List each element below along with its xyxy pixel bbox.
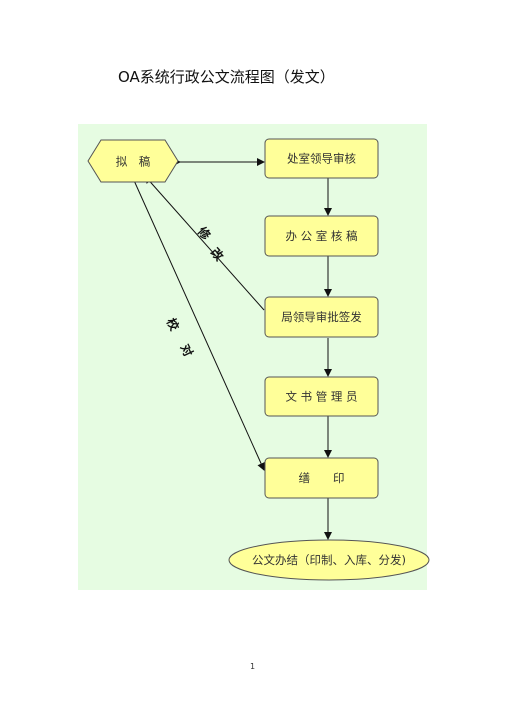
node-dept-review: 处室领导审核	[287, 152, 356, 166]
node-bureau-sign: 局领导审批签发	[281, 310, 362, 324]
node-clerk-shape	[264, 376, 379, 417]
edge-label-proof-2: 对	[178, 341, 197, 358]
edge-proofread	[125, 167, 265, 471]
node-clerk: 文 书 管 理 员	[285, 390, 357, 404]
node-finish: 公文办结（印制、入库、分发)	[252, 553, 406, 567]
node-office-check-shape	[264, 215, 379, 257]
edge-revise	[144, 175, 265, 311]
node-draft: 拟 稿	[116, 155, 151, 169]
node-print-shape	[264, 457, 379, 499]
node-office-check: 办 公 室 核 稿	[285, 229, 357, 243]
edge-label-proof-1: 校	[164, 315, 183, 333]
node-finish-shape	[228, 539, 430, 581]
edge-label-revise-2: 改	[208, 245, 228, 265]
node-bureau-sign-shape	[264, 296, 379, 338]
node-draft-shape	[87, 139, 179, 183]
node-print: 缮 印	[299, 471, 345, 485]
page-number: 1	[249, 662, 256, 671]
node-dept-review-shape	[264, 138, 379, 179]
edge-label-revise-1: 修	[194, 223, 215, 243]
page-title: OA系统行政公文流程图（发文）	[118, 68, 335, 86]
